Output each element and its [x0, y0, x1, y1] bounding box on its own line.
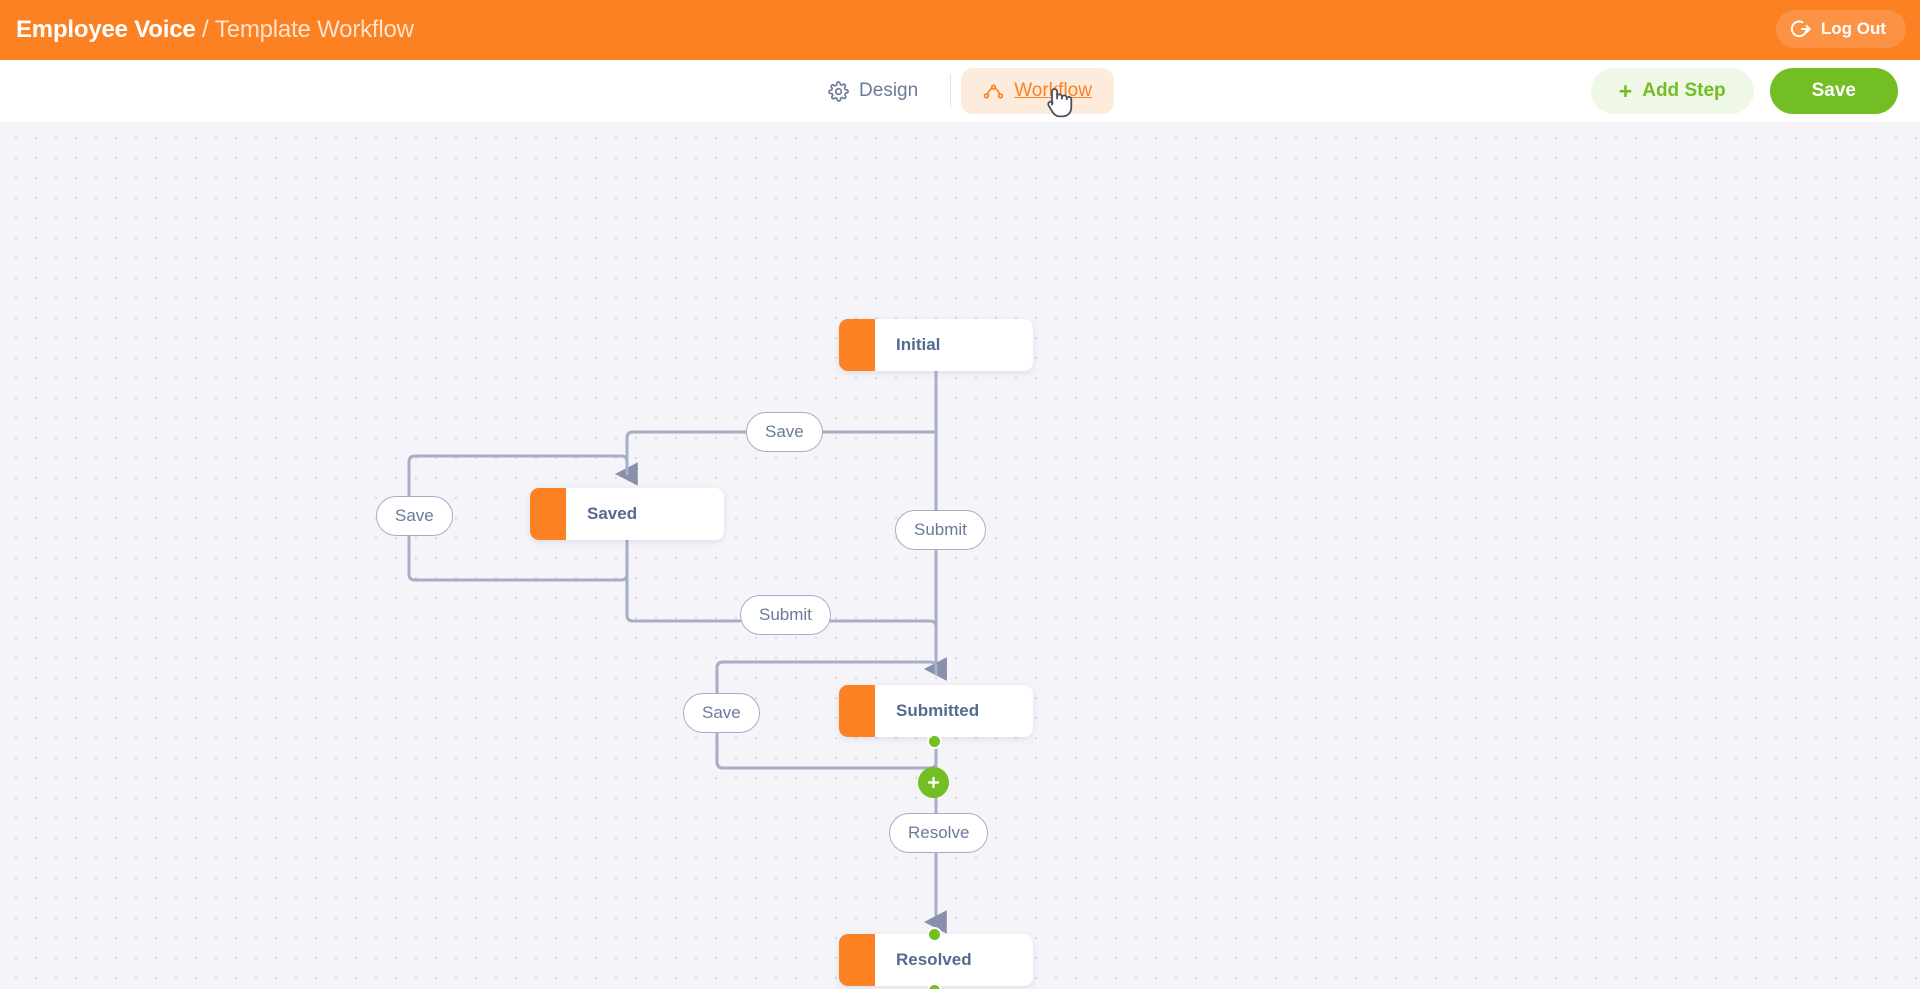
tab-design-label: Design [859, 80, 919, 101]
template-name: Template Workflow [214, 16, 414, 43]
workflow-canvas[interactable]: Initial Saved Submitted Resolved Save Sa… [0, 122, 1920, 989]
tab-divider [950, 74, 952, 108]
workflow-node-submitted[interactable]: Submitted [839, 685, 1033, 737]
tab-design[interactable]: Design [806, 68, 940, 114]
logout-button[interactable]: Log Out [1775, 10, 1906, 48]
edge-label-resolve[interactable]: Resolve [889, 813, 989, 853]
workflow-node-saved[interactable]: Saved [530, 488, 724, 540]
add-node-button-after-submitted[interactable] [918, 767, 949, 798]
workflow-graph-icon [983, 81, 1004, 102]
editor-toolbar: Design Workflow + Add Step Save [0, 60, 1920, 122]
node-color-swatch [839, 685, 875, 737]
node-color-swatch [839, 934, 875, 986]
edge-label-save-initial-saved[interactable]: Save [746, 412, 823, 452]
workflow-node-resolved[interactable]: Resolved [839, 934, 1033, 986]
toolbar-actions: + Add Step Save [1590, 68, 1898, 114]
node-label: Saved [587, 504, 638, 523]
gear-icon [828, 80, 849, 102]
logout-icon [1790, 18, 1812, 40]
node-color-swatch [530, 488, 566, 540]
app-name: Employee Voice [16, 16, 196, 43]
edge-label-submit-initial[interactable]: Submit [895, 510, 986, 550]
connection-handle-resolved-bottom[interactable] [927, 983, 942, 989]
add-step-label: Add Step [1642, 80, 1726, 101]
edge-label-save-submitted-loop[interactable]: Save [683, 693, 760, 733]
node-label: Submitted [896, 701, 980, 720]
edge-label-save-saved-loop[interactable]: Save [376, 496, 453, 536]
app-header: Employee Voice / Template Workflow Log O… [0, 0, 1920, 60]
editor-tabs: Design Workflow [806, 68, 1114, 114]
node-label: Initial [896, 335, 941, 354]
edge-label-submit-saved[interactable]: Submit [740, 595, 831, 635]
plus-icon: + [1618, 77, 1633, 104]
logout-label: Log Out [1820, 19, 1886, 38]
workflow-node-initial[interactable]: Initial [839, 319, 1033, 371]
page-title: Employee Voice / Template Workflow [16, 16, 414, 44]
node-color-swatch [839, 319, 875, 371]
save-button[interactable]: Save [1769, 68, 1898, 114]
add-step-button[interactable]: + Add Step [1590, 68, 1754, 114]
workflow-edges [407, 369, 947, 989]
tab-workflow[interactable]: Workflow [961, 68, 1114, 114]
connection-handle-resolved-top[interactable] [927, 927, 942, 942]
title-separator: / [201, 16, 209, 43]
tab-workflow-label: Workflow [1014, 80, 1092, 101]
connection-handle-submitted-bottom[interactable] [927, 734, 942, 749]
node-label: Resolved [896, 950, 972, 969]
